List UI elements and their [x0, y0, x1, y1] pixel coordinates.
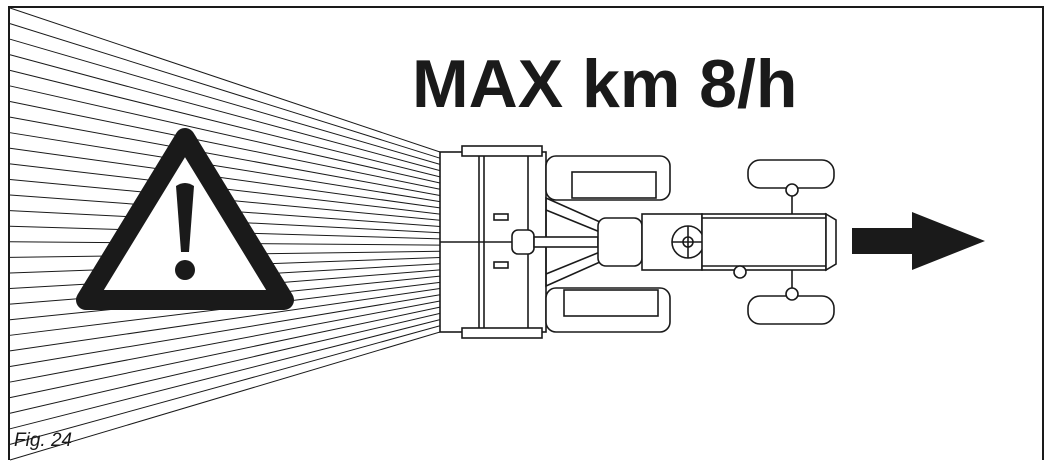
- spray-line: [9, 23, 441, 159]
- figure-caption: Fig. 24: [14, 430, 73, 451]
- spray-line: [9, 147, 441, 209]
- spray-line: [9, 85, 441, 184]
- warning-triangle-icon: [76, 128, 294, 310]
- spray-line: [9, 132, 441, 203]
- direction-arrow-icon: [852, 212, 985, 270]
- spray-line: [9, 116, 441, 196]
- spray-line: [9, 101, 441, 190]
- spray-line: [9, 69, 441, 178]
- spray-line: [9, 7, 441, 153]
- spray-line: [9, 294, 441, 367]
- spray-line: [9, 331, 441, 461]
- spray-line: [9, 306, 441, 399]
- spray-line: [9, 312, 441, 414]
- figure-frame: [8, 6, 1044, 460]
- spray-line: [9, 300, 441, 383]
- spray-line: [9, 38, 441, 165]
- spray-line: [9, 319, 441, 430]
- tractor-with-implement-icon: [439, 145, 837, 339]
- spray-line: [9, 288, 441, 352]
- speed-limit-label: MAX km 8/h: [412, 46, 798, 122]
- spray-line: [9, 54, 441, 172]
- spray-line: [9, 325, 441, 445]
